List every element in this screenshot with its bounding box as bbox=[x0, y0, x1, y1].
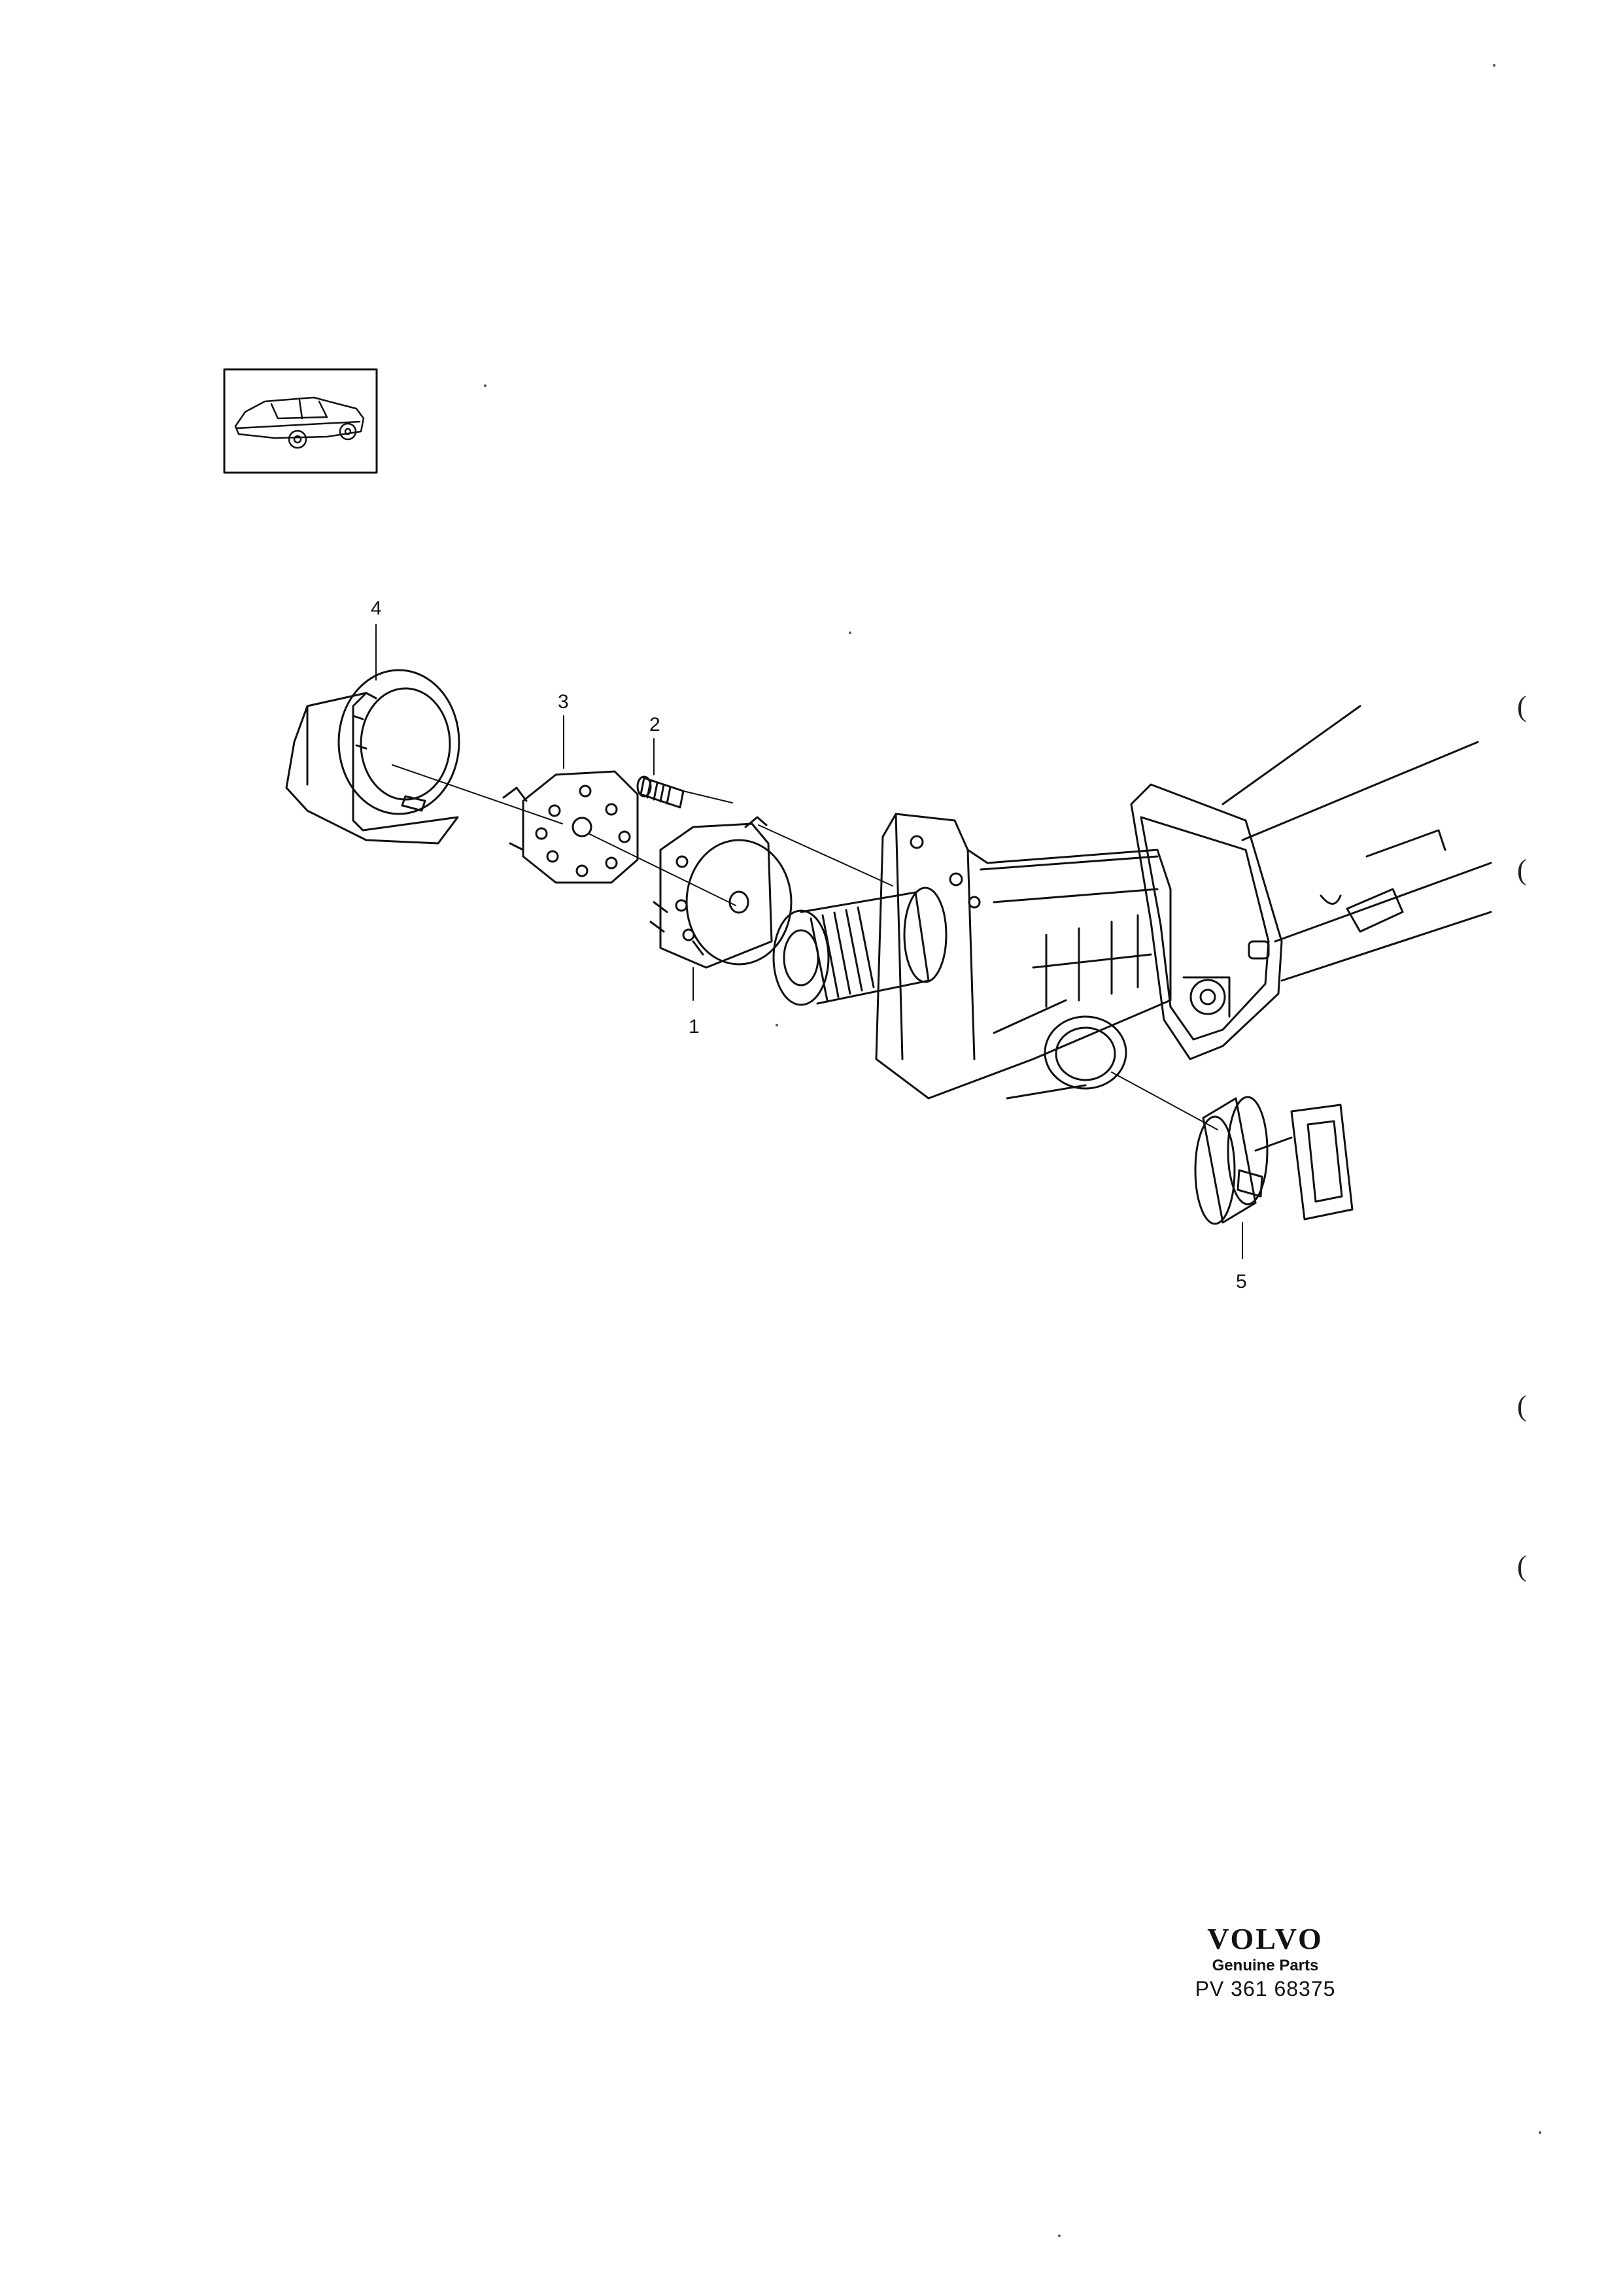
part-3-contact-plate bbox=[502, 770, 639, 884]
callout-3: 3 bbox=[558, 691, 569, 713]
callout-1: 1 bbox=[689, 1016, 700, 1038]
margin-mark: ( bbox=[1517, 1390, 1527, 1422]
scan-specks bbox=[484, 64, 1541, 2237]
part-5-lock-cylinder-key bbox=[1194, 1096, 1354, 1225]
volvo-logo: VOLVO bbox=[1207, 1922, 1324, 1955]
car-icon bbox=[234, 396, 365, 449]
margin-mark: ( bbox=[1517, 854, 1527, 886]
callout-4: 4 bbox=[371, 598, 382, 619]
brand-tagline: Genuine Parts bbox=[1212, 1957, 1319, 1974]
part-2-screw bbox=[636, 775, 685, 809]
brand-block: VOLVO Genuine Parts PV 361 68375 bbox=[1177, 1922, 1354, 2002]
margin-mark: ( bbox=[1517, 690, 1527, 722]
diagram-code: PV 361 68375 bbox=[1195, 1977, 1336, 2001]
steering-column-housing bbox=[875, 705, 1492, 1100]
splined-shaft bbox=[772, 886, 948, 1006]
assembly-lines bbox=[375, 624, 1243, 1259]
vehicle-thumbnail bbox=[223, 368, 378, 474]
margin-mark: ( bbox=[1517, 1550, 1527, 1582]
part-4-cover bbox=[285, 669, 460, 845]
part-1-ignition-switch bbox=[649, 816, 793, 969]
callout-2: 2 bbox=[649, 714, 660, 735]
callout-5: 5 bbox=[1236, 1271, 1247, 1292]
